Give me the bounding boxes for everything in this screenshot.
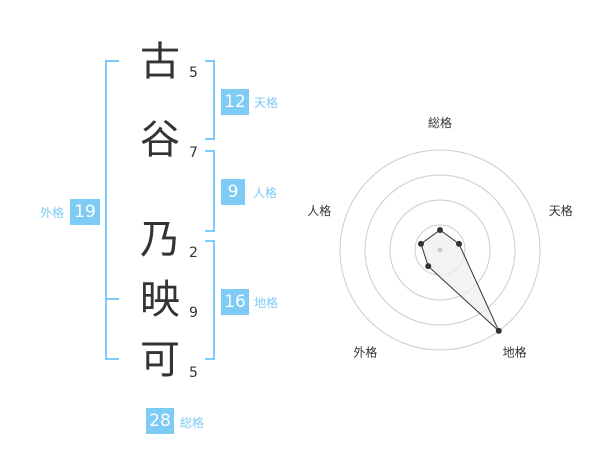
surname-strokes-2: 7	[189, 145, 198, 161]
tenkaku-bracket-top	[205, 60, 215, 62]
chikaku-label: 地格	[254, 296, 279, 310]
jinkaku-label: 人格	[253, 186, 278, 200]
tenkaku-bracket-bottom	[205, 138, 215, 140]
radar-axis-label-3: 地格	[503, 345, 527, 360]
jinkaku-bracket-top	[205, 150, 215, 152]
radar-axis-label-2: 天格	[549, 203, 573, 218]
gaikaku-value: 19	[70, 199, 100, 225]
jinkaku-value: 9	[221, 179, 245, 205]
radar-point-5	[417, 240, 424, 247]
radar-point-3	[495, 327, 502, 334]
tenkaku-bracket-vertical	[213, 60, 215, 140]
surname-strokes-1: 5	[189, 65, 198, 81]
chikaku-bracket-bottom	[205, 358, 215, 360]
jinkaku-bracket-bottom	[205, 230, 215, 232]
given-strokes-2: 9	[189, 305, 198, 321]
tenkaku-label: 天格	[254, 96, 279, 110]
radar-point-2	[456, 240, 463, 247]
radar-axis-label-4: 外格	[353, 345, 377, 360]
soukaku-label: 総格	[180, 416, 205, 430]
outer-bracket-bottom	[105, 358, 119, 360]
chikaku-bracket-vertical	[213, 240, 215, 360]
gaikaku-label: 外格	[40, 206, 65, 220]
chikaku-bracket-top	[205, 240, 215, 242]
given-strokes-1: 2	[189, 245, 198, 261]
given-char-3: 可	[140, 337, 180, 383]
radar-axis-label-5: 人格	[307, 203, 331, 218]
chikaku-value: 16	[221, 289, 249, 315]
radar-point-4	[425, 263, 432, 270]
outer-bracket-mid	[105, 298, 119, 300]
radar-ring-4	[339, 149, 541, 351]
given-char-1: 乃	[140, 217, 180, 263]
outer-bracket-vertical	[105, 60, 107, 360]
radar-ring-3	[364, 174, 516, 326]
radar-polygon	[420, 229, 500, 332]
radar-center	[437, 247, 443, 253]
soukaku-value: 28	[146, 408, 174, 434]
surname-char-2: 谷	[140, 117, 180, 163]
radar-point-1	[437, 227, 443, 233]
surname-char-1: 古	[140, 39, 180, 85]
jinkaku-bracket-vertical	[213, 150, 215, 232]
radar-axis-label-1: 総格	[428, 115, 452, 130]
given-char-2: 映	[140, 277, 180, 323]
given-strokes-3: 5	[189, 365, 198, 381]
tenkaku-value: 12	[221, 89, 249, 115]
outer-bracket-top	[105, 60, 119, 62]
radar-ring-2	[389, 199, 491, 301]
